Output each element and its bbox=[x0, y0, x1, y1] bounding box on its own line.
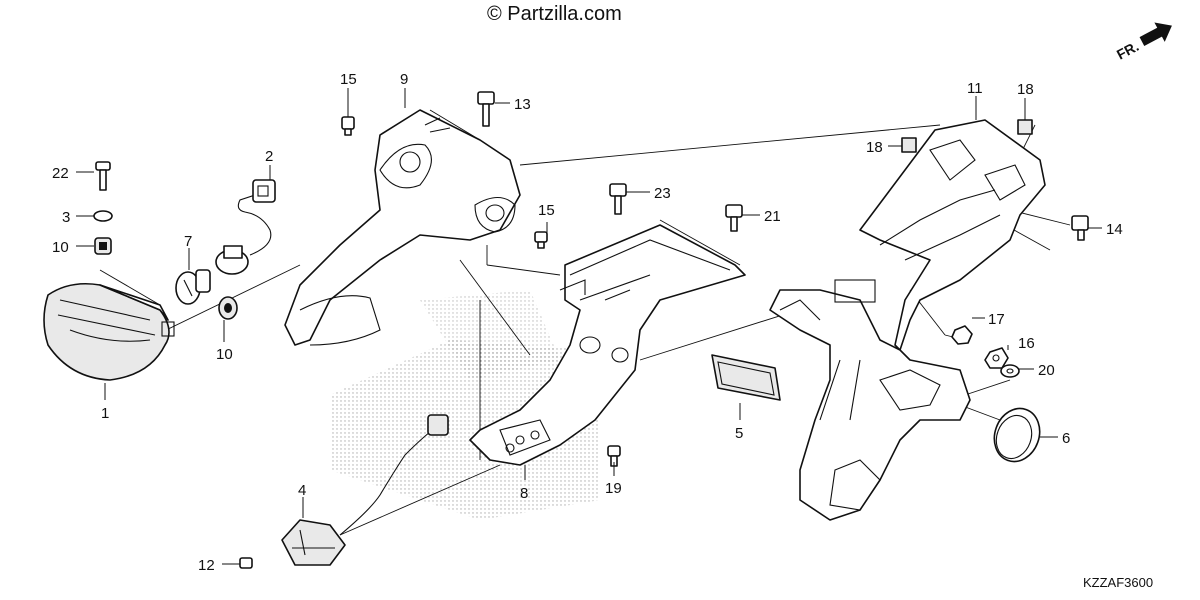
callout-10-lower: 10 bbox=[216, 346, 233, 363]
bolt-23 bbox=[609, 183, 627, 215]
tail-light-assembly bbox=[43, 282, 175, 381]
clip-18-right bbox=[1017, 119, 1033, 135]
callout-2: 2 bbox=[265, 148, 273, 165]
callout-19: 19 bbox=[605, 480, 622, 497]
front-direction-arrow-icon: FR. bbox=[1114, 22, 1172, 63]
shading-area-2 bbox=[420, 290, 560, 380]
callout-6: 6 bbox=[1062, 430, 1070, 447]
callout-14: 14 bbox=[1106, 221, 1123, 238]
callout-18-right: 18 bbox=[1017, 81, 1034, 98]
callout-20: 20 bbox=[1038, 362, 1055, 379]
bulb-7 bbox=[175, 269, 211, 305]
clip-18-left bbox=[901, 137, 917, 153]
callout-16: 16 bbox=[1018, 335, 1035, 352]
bolt-12 bbox=[239, 557, 253, 569]
callout-18-left: 18 bbox=[866, 139, 883, 156]
callout-8: 8 bbox=[520, 485, 528, 502]
callout-23: 23 bbox=[654, 185, 671, 202]
callout-11: 11 bbox=[967, 80, 983, 97]
nut-16 bbox=[984, 347, 1009, 369]
callout-13: 13 bbox=[514, 96, 531, 113]
bolt-21 bbox=[725, 204, 743, 232]
rear-fender-cover-9 bbox=[284, 109, 521, 346]
diagram-code: KZZAF3600 bbox=[1083, 575, 1153, 590]
callout-9: 9 bbox=[400, 71, 408, 88]
reflector-6 bbox=[993, 407, 1041, 463]
shading-area bbox=[330, 340, 600, 520]
callout-leaders bbox=[76, 88, 1102, 565]
license-light-4 bbox=[281, 414, 449, 566]
bolt-14 bbox=[1071, 215, 1089, 241]
callout-labels: 1 2 3 4 5 6 7 8 9 10 10 11 12 13 14 15 1… bbox=[52, 71, 1123, 574]
washer-20 bbox=[1000, 364, 1020, 378]
callout-15-upper: 15 bbox=[340, 71, 357, 88]
callout-4: 4 bbox=[298, 482, 306, 499]
bolt-13 bbox=[477, 91, 495, 127]
bolt-15-lower bbox=[534, 231, 548, 249]
watermark-text: © Partzilla.com bbox=[487, 3, 622, 25]
reflector-5 bbox=[711, 354, 781, 401]
nut-17 bbox=[951, 325, 973, 345]
frame-bracket-8 bbox=[469, 224, 746, 466]
screw-22 bbox=[95, 161, 111, 191]
bolt-19 bbox=[607, 445, 621, 467]
callout-1: 1 bbox=[101, 405, 109, 422]
bolt-15-upper bbox=[341, 116, 355, 136]
callout-17: 17 bbox=[988, 311, 1005, 328]
callout-5: 5 bbox=[735, 425, 743, 442]
rear-fender-11 bbox=[769, 119, 1046, 521]
callout-3: 3 bbox=[62, 209, 70, 226]
callout-12: 12 bbox=[198, 557, 215, 574]
callout-10-upper: 10 bbox=[52, 239, 69, 256]
washer-3 bbox=[93, 210, 113, 222]
grommet-10-lower bbox=[218, 296, 238, 320]
grommet-10-upper bbox=[94, 237, 112, 255]
callout-7: 7 bbox=[184, 233, 192, 250]
assembly-guide-lines bbox=[99, 109, 1071, 536]
callout-22: 22 bbox=[52, 165, 69, 182]
socket-cord-2 bbox=[215, 179, 276, 275]
callout-21: 21 bbox=[764, 208, 781, 225]
direction-label: FR. bbox=[1114, 38, 1141, 63]
callout-15-lower: 15 bbox=[538, 202, 555, 219]
